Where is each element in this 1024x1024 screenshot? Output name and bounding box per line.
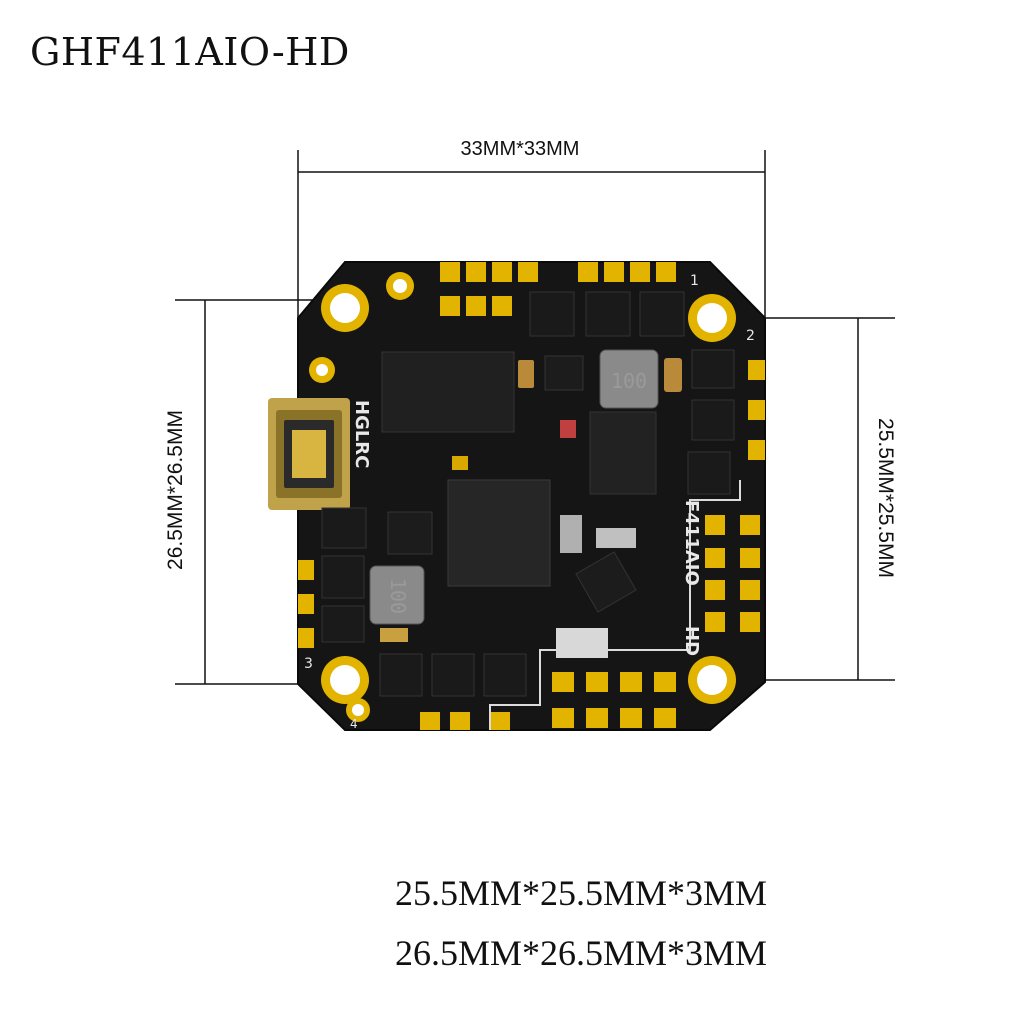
silk-corner-1: 1 <box>690 273 699 289</box>
top-edge-pads <box>440 262 676 316</box>
chips <box>321 291 735 697</box>
left-edge-pads <box>298 560 314 648</box>
inductor-bottom-label: 100 <box>386 578 410 614</box>
dimension-top-label: 33MM*33MM <box>460 138 580 160</box>
bottom-edge-pads <box>420 672 676 730</box>
gyro-chip-large <box>381 351 515 433</box>
dimension-lines <box>175 150 895 685</box>
inductor-top <box>599 349 659 409</box>
inductor-bottom <box>369 565 425 625</box>
silkscreen-lines <box>489 480 741 730</box>
silk-brand: HGLRC <box>351 400 372 468</box>
product-title: GHF411AIO-HD <box>30 30 350 74</box>
mcu-chip <box>447 479 551 587</box>
silk-corner-3: 3 <box>304 656 313 672</box>
silk-corner-4: 4 <box>350 717 358 731</box>
inductors <box>369 349 659 625</box>
passives <box>380 358 682 658</box>
usb-connector <box>268 398 350 510</box>
silk-model: F411AIO <box>681 500 702 586</box>
spec-line-2: 26.5MM*26.5MM*3MM <box>395 933 768 973</box>
right-edge-pads <box>705 360 765 632</box>
inductor-top-label: 100 <box>611 369 647 393</box>
mounting-holes <box>309 272 736 722</box>
silk-variant: HD <box>681 626 702 656</box>
spec-line-1: 25.5MM*25.5MM*3MM <box>395 873 768 913</box>
osd-chip <box>589 411 657 495</box>
silk-corner-2: 2 <box>746 328 755 344</box>
